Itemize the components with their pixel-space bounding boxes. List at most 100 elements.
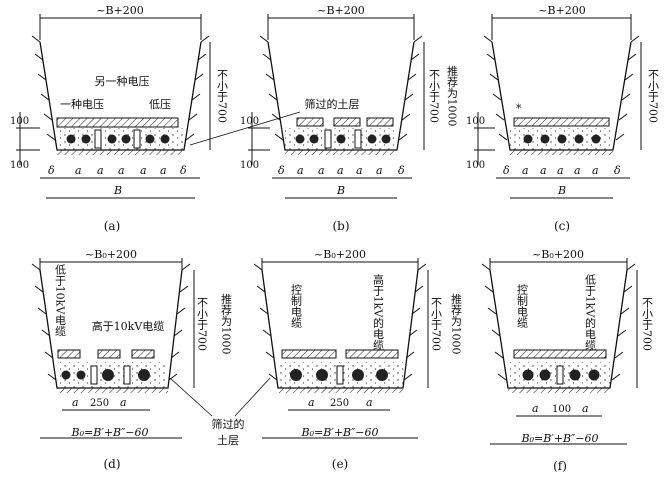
- soil-hatch-left: [31, 263, 57, 381]
- svg-text:a: a: [75, 164, 82, 177]
- top-dim-label: ~B₀+200: [532, 248, 584, 261]
- svg-text:a: a: [532, 402, 539, 415]
- svg-text:a: a: [297, 164, 304, 177]
- bottom-dim-label: B₀=B′+B″−60: [521, 432, 599, 445]
- cable-row: [66, 129, 170, 149]
- svg-text:250: 250: [330, 398, 349, 409]
- cover-slab: [333, 117, 361, 127]
- right-dim-label-2: 推荐为1000: [446, 64, 459, 126]
- svg-text:δ: δ: [180, 164, 187, 177]
- right-dim-label: 不小于700: [428, 69, 441, 123]
- svg-text:a: a: [376, 164, 383, 177]
- svg-text:a: a: [118, 164, 125, 177]
- label-screened-soil: 筛过的土层: [305, 97, 360, 111]
- cover-slab: [97, 349, 121, 359]
- top-dim-label: ~B+200: [317, 4, 365, 17]
- left-dim-lower: 100: [466, 160, 485, 171]
- cable: [145, 134, 155, 144]
- label-control-cable: 控制电缆: [290, 283, 303, 328]
- svg-text:a: a: [308, 396, 315, 409]
- caption-c: (c): [554, 219, 570, 233]
- separator-brick: [556, 365, 564, 385]
- callout-line-2: 土层: [217, 434, 239, 447]
- svg-text:a: a: [120, 396, 127, 409]
- top-dim-label: ~B₀+200: [314, 248, 366, 261]
- svg-text:100: 100: [552, 404, 571, 415]
- right-dim-label: 不小于700: [216, 69, 229, 123]
- separator-brick: [324, 129, 332, 149]
- svg-text:a: a: [72, 396, 79, 409]
- label-control-cable: 控制电缆: [516, 283, 529, 328]
- svg-text:a: a: [557, 164, 564, 177]
- svg-text:a: a: [592, 164, 599, 177]
- panel-a: ~B+200 不小于700 100 100 另一种电压 一种电压 低压 δ a …: [10, 4, 229, 233]
- spacing-labels: a 100 a: [532, 402, 589, 415]
- svg-text:δ: δ: [614, 164, 621, 177]
- spacing-labels: a 250 a: [72, 396, 127, 409]
- cable: [352, 369, 364, 381]
- cover-slab: [345, 349, 399, 359]
- cover-slab: [281, 349, 337, 359]
- bottom-dim-label: B₀=B′+B″−60: [71, 426, 149, 439]
- bottom-dim-label: B: [557, 184, 566, 197]
- cover-slab: [513, 349, 607, 359]
- left-dim-lower: 100: [10, 160, 29, 171]
- soil-hatch-right: [398, 35, 423, 141]
- cable: [588, 369, 600, 381]
- top-dim-label: ~B+200: [538, 4, 586, 17]
- svg-text:a: a: [160, 164, 167, 177]
- right-dim-label-2: 推荐为1000: [220, 292, 233, 354]
- spacing-labels: δ a a a a a δ: [48, 164, 187, 177]
- left-dim-upper: 100: [466, 116, 485, 127]
- soil-hatch-left: [481, 263, 507, 381]
- cable: [81, 134, 91, 144]
- label-other-voltage: 另一种电压: [95, 74, 150, 88]
- soil-hatch-right: [611, 263, 636, 381]
- cable: [316, 369, 328, 381]
- svg-text:a: a: [582, 402, 589, 415]
- svg-text:δ: δ: [278, 164, 285, 177]
- cover-slab: [366, 117, 394, 127]
- caption-f: (f): [553, 459, 567, 473]
- cover-slab: [513, 117, 610, 127]
- bottom-dim-label: B: [113, 184, 122, 197]
- leader-line: [189, 111, 301, 146]
- cable: [569, 369, 581, 381]
- svg-text:a: a: [337, 164, 344, 177]
- label-low-10kv: 低于10kV电缆: [54, 263, 67, 336]
- svg-text:a: a: [522, 164, 529, 177]
- panel-b: ~B+200 不小于700 推荐为1000 100 100 筛过的土层 δ a …: [189, 4, 459, 233]
- svg-text:δ: δ: [503, 164, 510, 177]
- cable: [102, 369, 114, 381]
- spacing-labels: a 250 a: [308, 396, 373, 409]
- cable: [591, 134, 601, 144]
- cable: [138, 369, 150, 381]
- cable: [557, 134, 567, 144]
- panel-e: ~B₀+200 不小于700 推荐为1000 控制电缆 高于1kV的电缆 a 2…: [253, 248, 463, 471]
- separator-brick: [336, 365, 344, 385]
- spacing-labels: δ a a a a a δ: [503, 164, 621, 177]
- panel-f: ~B₀+200 不小于700 控制电缆 低于1kV的电缆 a 100 a B₀=…: [481, 248, 654, 473]
- cable: [290, 369, 302, 381]
- cable: [160, 134, 170, 144]
- soil-hatch-left: [483, 35, 508, 141]
- cable: [309, 134, 319, 144]
- svg-text:a: a: [574, 164, 581, 177]
- cover-slab: [56, 117, 179, 128]
- right-dim-label: 不小于700: [641, 297, 654, 351]
- svg-text:a: a: [356, 164, 363, 177]
- right-dim-label: 不小于700: [430, 297, 443, 351]
- label-low-1kv: 低于1kV的电缆: [584, 273, 597, 350]
- svg-text:a: a: [540, 164, 547, 177]
- caption-b: (b): [332, 219, 349, 233]
- callout-screened-soil: 筛过的 土层: [169, 377, 271, 447]
- right-dim-label: 不小于700: [647, 69, 660, 123]
- left-dim-lower: 100: [240, 160, 259, 171]
- soil-hatch-right: [403, 263, 427, 381]
- svg-text:δ: δ: [398, 164, 405, 177]
- asterisk-mark: *: [516, 102, 522, 115]
- soil-hatch-right: [168, 263, 191, 381]
- cable: [76, 370, 86, 380]
- caption-a: (a): [104, 219, 121, 233]
